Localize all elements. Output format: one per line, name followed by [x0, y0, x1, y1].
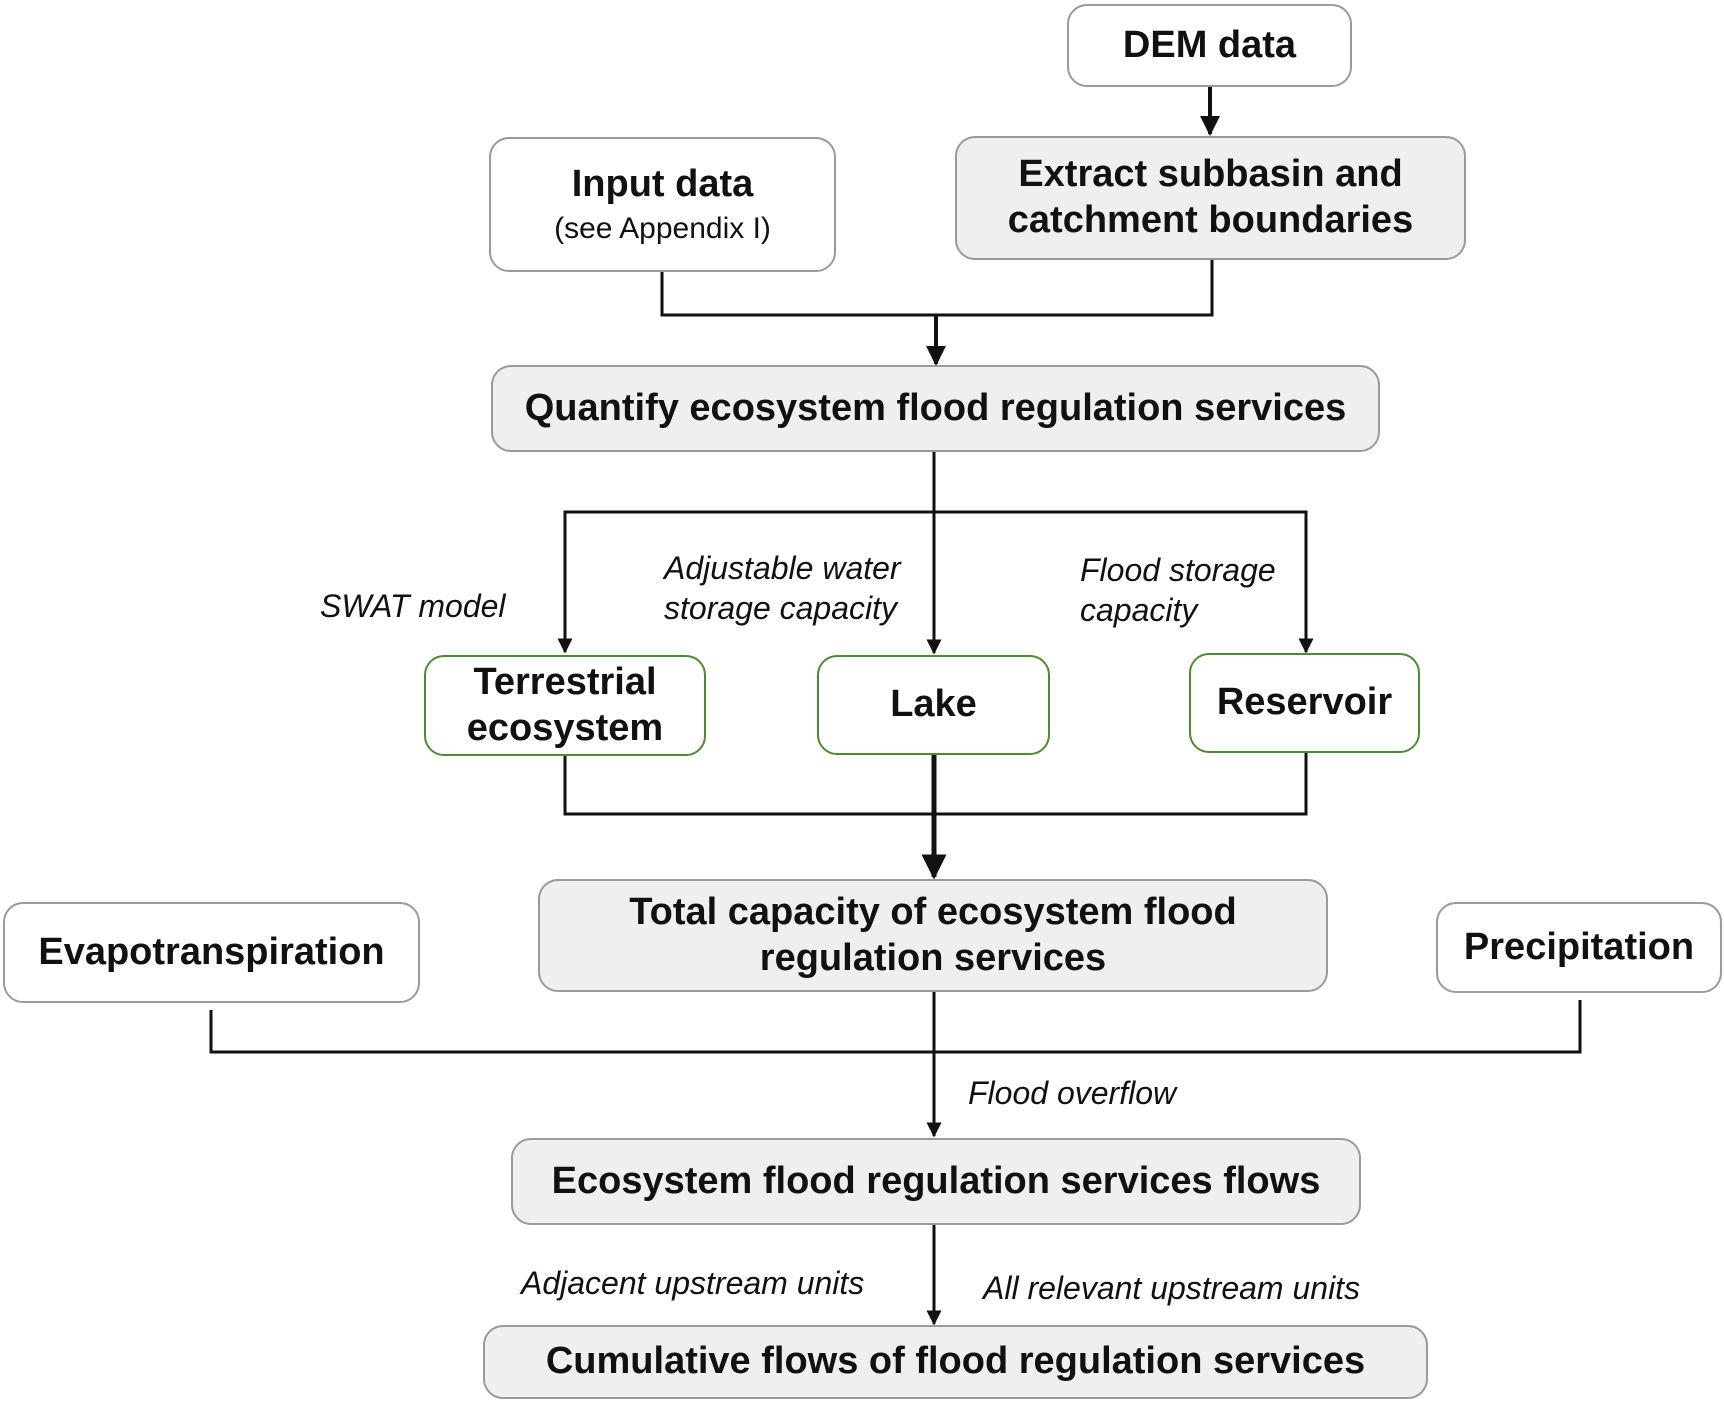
services-flows-label: Ecosystem flood regulation services flow… — [551, 1159, 1321, 1202]
reservoir-box: Reservoir — [1189, 653, 1420, 753]
cumulative-flows-label: Cumulative flows of flood regulation ser… — [545, 1340, 1366, 1383]
services-flows-box: Ecosystem flood regulation services flow… — [511, 1138, 1361, 1225]
input-data-note: (see Appendix I) — [554, 212, 771, 246]
evapotranspiration-label: Evapotranspiration — [38, 930, 385, 973]
dem-data-box: DEM data — [1067, 4, 1352, 87]
input-data-box: Input data (see Appendix I) — [489, 137, 836, 272]
cumulative-flows-box: Cumulative flows of flood regulation ser… — [483, 1325, 1428, 1399]
reservoir-label: Reservoir — [1216, 681, 1393, 724]
quantify-services-box: Quantify ecosystem flood regulation serv… — [491, 365, 1380, 452]
flood-overflow-label: Flood overflow — [968, 1075, 1177, 1111]
extract-boundaries-line1: Extract subbasin and — [1018, 153, 1403, 196]
adjustable-storage-label: Adjustable water storage capacity — [664, 550, 901, 626]
all-upstream-label: All relevant upstream units — [983, 1270, 1361, 1306]
swat-model-label: SWAT model — [320, 588, 506, 624]
total-capacity-line1: Total capacity of ecosystem flood — [629, 890, 1237, 933]
total-capacity-box: Total capacity of ecosystem flood regula… — [538, 879, 1328, 992]
lake-box: Lake — [817, 655, 1050, 755]
evapotranspiration-box: Evapotranspiration — [3, 902, 420, 1003]
terrestrial-ecosystem-box: Terrestrial ecosystem — [424, 655, 706, 756]
flood-storage-label: Flood storage capacity — [1080, 552, 1276, 628]
terrestrial-line2: ecosystem — [466, 706, 664, 749]
edge-branch-bar — [563, 510, 1308, 652]
terrestrial-line1: Terrestrial — [473, 660, 657, 703]
edge-et-precip-bar — [209, 1000, 1582, 1054]
extract-boundaries-box: Extract subbasin and catchment boundarie… — [955, 136, 1466, 260]
quantify-services-label: Quantify ecosystem flood regulation serv… — [524, 386, 1347, 429]
total-capacity-line2: regulation services — [759, 936, 1107, 979]
adjacent-upstream-label: Adjacent upstream units — [521, 1265, 865, 1301]
dem-data-label: DEM data — [1122, 23, 1297, 66]
extract-boundaries-line2: catchment boundaries — [1007, 199, 1414, 241]
lake-label: Lake — [890, 683, 977, 726]
input-data-label: Input data — [571, 162, 754, 205]
precipitation-label: Precipitation — [1463, 925, 1695, 968]
precipitation-box: Precipitation — [1436, 902, 1722, 993]
